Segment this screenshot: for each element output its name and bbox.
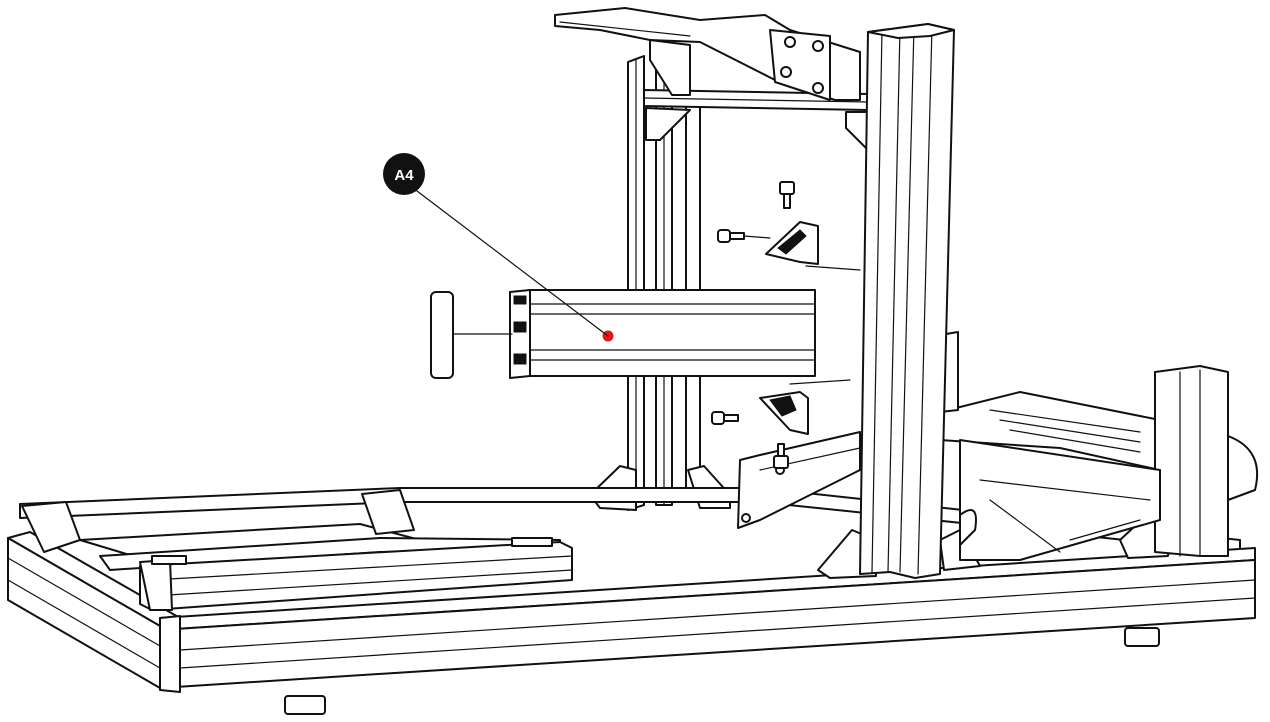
wheel-deck-plate	[737, 431, 861, 529]
bolt-head	[812, 40, 824, 52]
front-upright-post	[859, 23, 955, 579]
beam-slot	[513, 321, 527, 333]
beam-front-face	[529, 289, 816, 377]
pedal-slider-rail	[139, 541, 573, 611]
base-frame	[7, 487, 1256, 715]
screw-head	[779, 181, 795, 195]
slider-clamp	[511, 537, 553, 547]
screw-head	[773, 455, 789, 469]
top-mount-bracket	[554, 7, 861, 101]
screw-head	[717, 229, 731, 243]
callout-leader-line	[416, 190, 609, 337]
bracket-slot	[769, 395, 797, 417]
profile-beam-a4	[430, 289, 816, 379]
corner-bracket-top-right	[845, 111, 869, 151]
callout-a4: A4	[383, 153, 609, 337]
seat-slider-plate	[959, 439, 1161, 561]
screw-shank	[783, 193, 791, 209]
corner-bracket-base-mid	[361, 489, 415, 535]
base-front-left-endcap	[159, 615, 181, 693]
beam-slot	[513, 295, 527, 305]
beam-end-cap	[430, 291, 454, 379]
screw-head	[711, 411, 725, 425]
screw-shank	[729, 232, 745, 240]
base-foot	[1124, 627, 1160, 647]
cable-loop	[959, 509, 977, 546]
bolt-head	[812, 82, 824, 94]
front-post-top-cap	[867, 23, 955, 39]
seat-side-handle	[1227, 435, 1259, 501]
corner-bracket-top-left	[645, 107, 691, 141]
seat-mount-area	[939, 331, 1259, 561]
base-foot	[284, 695, 326, 715]
bolt-head	[780, 66, 792, 78]
bolt-head	[784, 36, 796, 48]
callout-badge	[383, 153, 425, 195]
bolt-head	[741, 513, 751, 523]
bracket-slot	[777, 229, 807, 255]
slider-clamp	[151, 555, 187, 565]
corner-bracket-base-left	[21, 501, 81, 553]
screw-shank	[777, 443, 785, 457]
seat-rear-post	[1154, 365, 1229, 557]
exploded-brackets	[711, 181, 861, 469]
beam-slot	[513, 353, 527, 365]
callout-label: A4	[394, 167, 414, 184]
screw-shank	[723, 414, 739, 422]
top-angle-bracket	[649, 39, 691, 96]
